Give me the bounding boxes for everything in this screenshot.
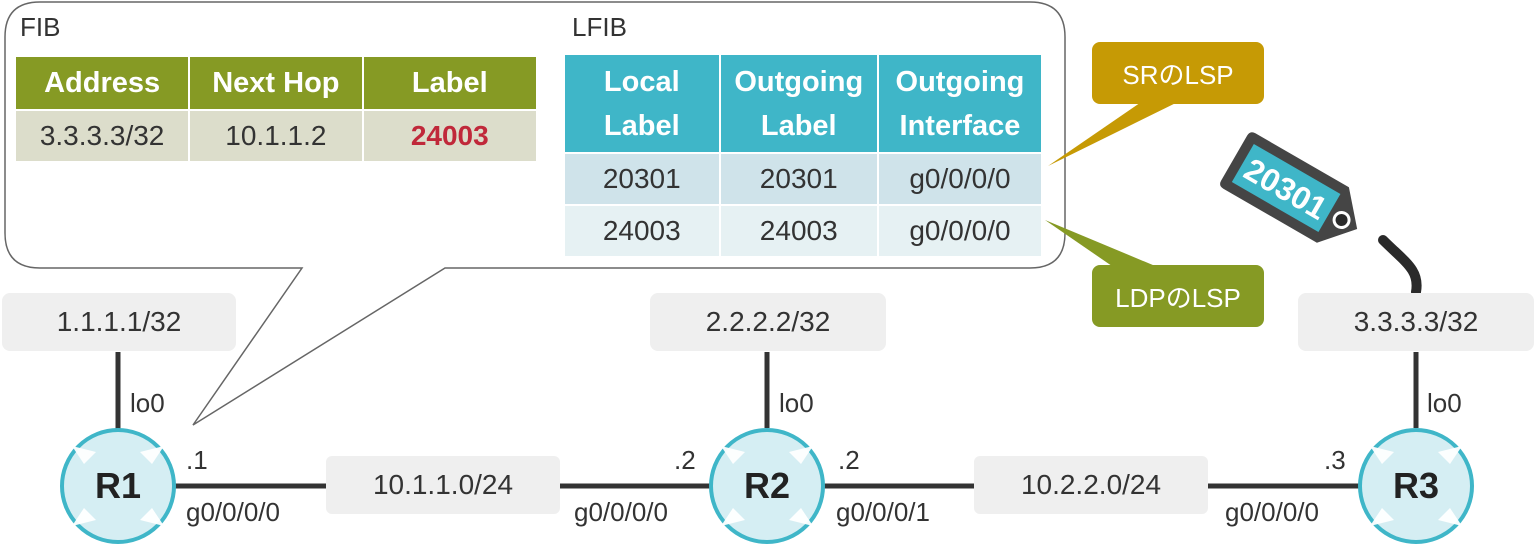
lfib-cell: 24003 [718, 204, 879, 258]
fib-cell-label: 24003 [361, 109, 539, 163]
tag-string [1378, 235, 1422, 297]
lfib-header-out-interface: Outgoing Interface [876, 53, 1044, 154]
r1-lo-if: lo0 [130, 388, 165, 418]
r1-loopback-box: 1.1.1.1/32 [2, 293, 236, 351]
fib-header-nexthop: Next Hop [188, 55, 364, 111]
r1-host-addr: .1 [186, 445, 208, 475]
r3-lo-if: lo0 [1427, 388, 1462, 418]
lfib-cell: 24003 [563, 204, 721, 258]
r1-interface: g0/0/0/0 [186, 497, 280, 527]
label-tag: 20301 [1220, 132, 1358, 243]
fib-header-label: Label [361, 55, 539, 111]
lfib-header-local-label: Local Label [563, 53, 721, 154]
r2-right-interface: g0/0/0/1 [836, 497, 930, 527]
lfib-header-outif-line1: Outgoing [895, 65, 1025, 98]
r2-left-interface: g0/0/0/0 [574, 497, 668, 527]
ldp-lsp-callout: LDPのLSP [1092, 265, 1264, 327]
lfib-header-out-label: Outgoing Label [718, 53, 879, 154]
router-r1-label: R1 [94, 465, 142, 506]
lfib-table: Local Label Outgoing Label Outgoing Inte… [563, 53, 1044, 258]
lfib-cell: 20301 [718, 152, 879, 206]
fib-cell-address: 3.3.3.3/32 [13, 109, 191, 163]
router-r3-icon[interactable] [1358, 428, 1474, 544]
r2-loopback-box: 2.2.2.2/32 [650, 293, 886, 351]
fib-table: Address Next Hop Label 3.3.3.3/32 10.1.1… [13, 55, 539, 163]
r2-lo-if: lo0 [779, 388, 814, 418]
fib-header-address: Address [13, 55, 191, 111]
lfib-cell: g0/0/0/0 [876, 152, 1044, 206]
router-r2-icon[interactable] [709, 428, 825, 544]
r3-interface: g0/0/0/0 [1225, 497, 1319, 527]
sr-lsp-callout: SRのLSP [1092, 42, 1264, 104]
lfib-header-outlabel-line2: Label [760, 109, 837, 142]
r3-host-addr: .3 [1324, 445, 1346, 475]
fib-title: FIB [20, 12, 61, 42]
lfib-cell: 20301 [563, 152, 721, 206]
lfib-row: 24003 24003 g0/0/0/0 [563, 204, 1044, 258]
lfib-cell: g0/0/0/0 [876, 204, 1044, 258]
lfib-header-outif-line2: Interface [899, 109, 1021, 142]
network-r1-r2: 10.1.1.0/24 [326, 456, 560, 514]
lfib-header-local-line2: Label [603, 109, 680, 142]
lfib-header-local-line1: Local [603, 65, 680, 98]
fib-cell-nexthop: 10.1.1.2 [188, 109, 364, 163]
lfib-header-outlabel-line1: Outgoing [734, 65, 864, 98]
router-r3-label: R3 [1392, 465, 1440, 506]
ldp-callout-pointer [1045, 220, 1160, 275]
router-r1-icon[interactable] [60, 428, 176, 544]
network-r2-r3: 10.2.2.0/24 [974, 456, 1208, 514]
lfib-row: 20301 20301 g0/0/0/0 [563, 152, 1044, 206]
r2-right-host-addr: .2 [838, 445, 860, 475]
router-r2-label: R2 [743, 465, 791, 506]
sr-callout-pointer [1048, 96, 1190, 166]
r3-loopback-box: 3.3.3.3/32 [1298, 293, 1534, 351]
r2-left-host-addr: .2 [674, 445, 696, 475]
lfib-title: LFIB [572, 12, 627, 42]
